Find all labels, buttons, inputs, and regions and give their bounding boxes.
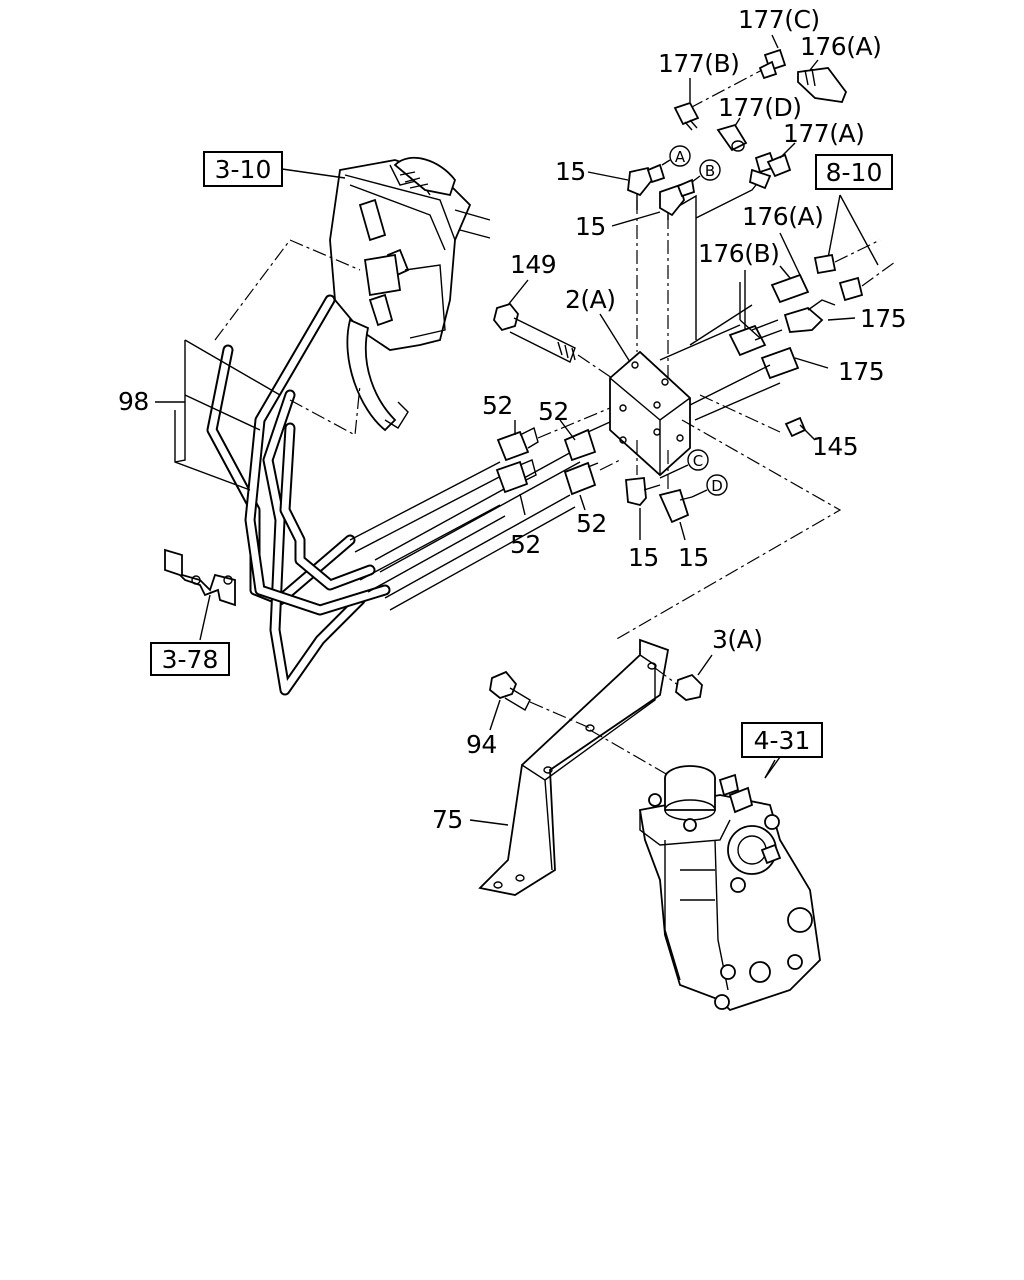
callout-52-a: 52 <box>482 391 513 420</box>
ref-box-4-31[interactable]: 4-31 <box>741 722 823 758</box>
callout-176A-top: 176(A) <box>800 32 881 61</box>
fitting-177B <box>673 78 700 131</box>
callout-75: 75 <box>432 805 463 834</box>
fitting-177D <box>716 117 748 152</box>
bracket-75 <box>469 638 670 896</box>
callout-52-b: 52 <box>538 397 569 426</box>
callout-15-c: 15 <box>628 543 659 572</box>
bracket-to-gear-dash <box>589 729 669 776</box>
bottom-elbow-fittings: C D <box>625 440 728 541</box>
callout-2A: 2(A) <box>565 285 616 314</box>
callout-15-d: 15 <box>678 543 709 572</box>
callout-15-a: 15 <box>555 157 586 186</box>
ref-label-8-10: 8-10 <box>826 158 883 187</box>
ref-label-3-78: 3-78 <box>162 645 219 674</box>
callout-177A: 177(A) <box>783 119 864 148</box>
distribution-block <box>609 350 691 477</box>
circled-letter-A: A <box>675 148 686 166</box>
callout-15-b: 15 <box>575 212 606 241</box>
dash-177B <box>689 69 763 109</box>
callout-176A-mid: 176(A) <box>742 202 823 231</box>
right-side-components <box>689 194 896 441</box>
leader-4-31 <box>764 756 781 779</box>
callout-177D: 177(D) <box>718 93 801 122</box>
bolt-94 <box>489 670 591 731</box>
ref-label-3-10: 3-10 <box>215 155 272 184</box>
callout-3A: 3(A) <box>712 625 763 654</box>
callout-175-b: 175 <box>838 357 884 386</box>
elbow-fitting-15-a: A <box>627 145 691 197</box>
ref-box-3-78[interactable]: 3-78 <box>150 642 230 676</box>
switch-176A-top <box>797 59 848 103</box>
bolt-149 <box>493 302 613 379</box>
callout-98: 98 <box>118 387 149 416</box>
nut-3A <box>654 654 713 701</box>
ref-box-3-10[interactable]: 3-10 <box>203 151 283 187</box>
circled-B-top <box>699 159 721 181</box>
circled-letter-C: C <box>693 452 703 470</box>
circled-letter-B: B <box>705 162 715 180</box>
circled-letter-D: D <box>711 477 723 495</box>
circled-D <box>706 474 728 496</box>
ref-box-8-10[interactable]: 8-10 <box>815 154 893 190</box>
callout-98-lines <box>155 239 361 491</box>
callout-149: 149 <box>510 250 556 279</box>
callout-94: 94 <box>466 730 497 759</box>
fitting-177C <box>758 34 787 80</box>
brake-tubes <box>206 294 581 696</box>
callout-177C: 177(C) <box>738 5 820 34</box>
callout-145: 145 <box>812 432 858 461</box>
circled-A-top <box>669 145 691 167</box>
callout-176B: 176(B) <box>698 239 779 268</box>
callout-52-c: 52 <box>510 530 541 559</box>
fitting-177A <box>748 142 796 190</box>
callout-labels: 177(C) 176(A) 177(B) 177(D) 177(A) 15 15… <box>118 5 907 834</box>
label-leaders <box>507 171 801 363</box>
tube-clamp <box>164 548 236 641</box>
fittings-52 <box>495 407 621 516</box>
leader-3-10 <box>281 168 346 179</box>
callout-52-d: 52 <box>576 509 607 538</box>
steering-gear-box <box>638 759 821 1012</box>
callout-175-a: 175 <box>860 304 906 333</box>
brake-valve-assembly <box>329 156 491 432</box>
circled-C <box>687 449 709 471</box>
ref-label-4-31: 4-31 <box>754 726 811 755</box>
elbow-fitting-15-b: B <box>659 159 721 217</box>
callout-177B: 177(B) <box>658 49 739 78</box>
block-to-bracket-dash <box>614 419 842 641</box>
